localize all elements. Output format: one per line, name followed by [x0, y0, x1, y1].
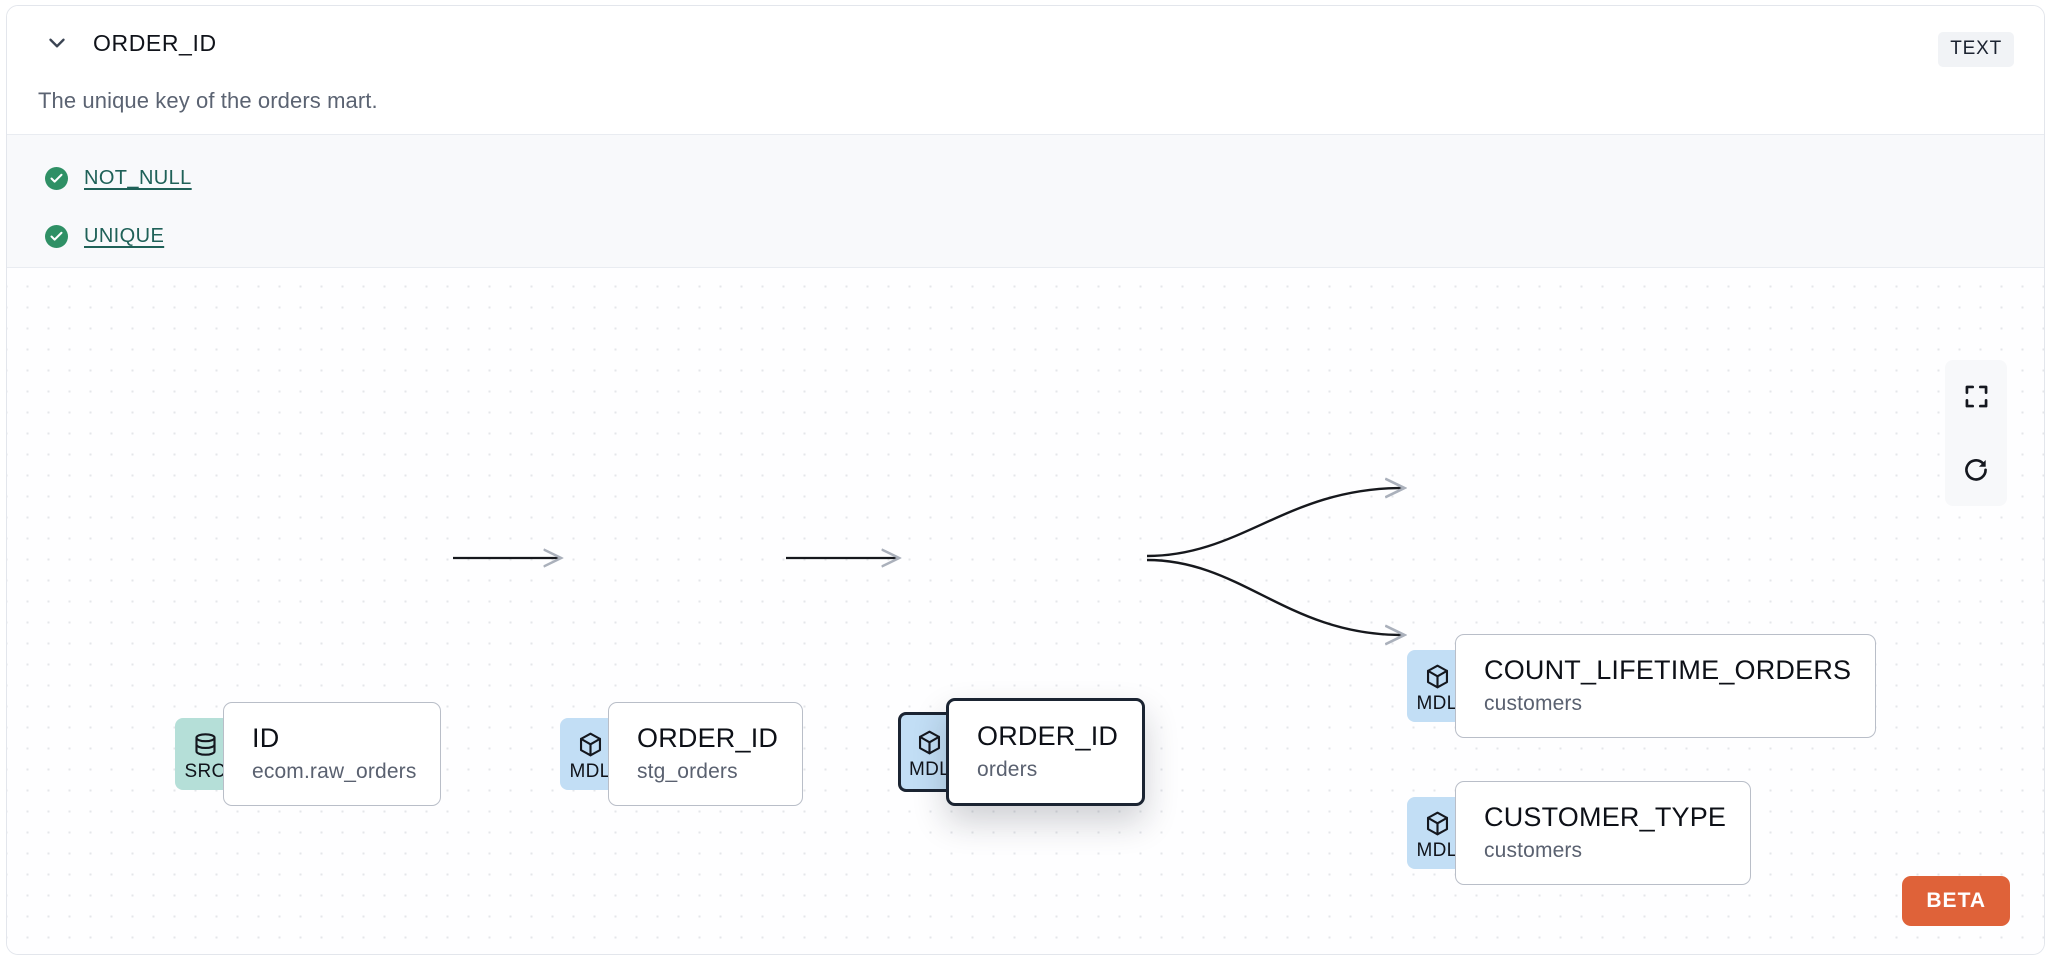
- node-name: CUSTOMER_TYPE: [1484, 802, 1727, 833]
- lineage-node-id[interactable]: SRC ID ecom.raw_orders: [175, 702, 442, 806]
- check-circle-icon: [45, 224, 68, 248]
- lineage-node-customer-type[interactable]: MDL CUSTOMER_TYPE customers: [1407, 781, 1752, 885]
- cube-icon: [1424, 661, 1451, 691]
- node-type-label: MDL: [1416, 693, 1458, 714]
- test-row: NOT_NULL: [7, 149, 2044, 207]
- refresh-icon[interactable]: [1945, 434, 2007, 506]
- node-subtitle: customers: [1484, 692, 1583, 716]
- node-subtitle: customers: [1484, 839, 1583, 863]
- edge-orders-to-customer-type: [1146, 558, 1402, 635]
- node-subtitle: orders: [977, 758, 1038, 782]
- chevron-down-icon[interactable]: [37, 23, 77, 63]
- fullscreen-icon[interactable]: [1945, 360, 2007, 432]
- cube-icon: [577, 729, 604, 759]
- node-body: CUSTOMER_TYPE customers: [1455, 781, 1752, 885]
- beta-badge[interactable]: BETA: [1902, 876, 2010, 926]
- lineage-node-stg-orders[interactable]: MDL ORDER_ID stg_orders: [560, 702, 804, 806]
- node-body: ORDER_ID stg_orders: [608, 702, 804, 806]
- test-row: UNIQUE: [7, 207, 2044, 265]
- node-type-label: MDL: [569, 761, 611, 782]
- lineage-node-count-lifetime-orders[interactable]: MDL COUNT_LIFETIME_ORDERS customers: [1407, 634, 1877, 738]
- node-name: ORDER_ID: [977, 721, 1119, 752]
- tests-section: NOT_NULL UNIQUE: [7, 134, 2044, 268]
- cube-icon: [916, 727, 943, 757]
- node-name: COUNT_LIFETIME_ORDERS: [1484, 655, 1852, 686]
- node-name: ORDER_ID: [637, 723, 779, 754]
- node-subtitle: stg_orders: [637, 760, 738, 784]
- graph-controls: [1945, 360, 2007, 506]
- lineage-graph-canvas[interactable]: SRC ID ecom.raw_orders: [7, 268, 2044, 954]
- node-body: ID ecom.raw_orders: [223, 702, 442, 806]
- test-link-unique[interactable]: UNIQUE: [84, 224, 165, 247]
- column-description: The unique key of the orders mart.: [38, 88, 378, 113]
- cube-icon: [1424, 808, 1451, 838]
- type-badge: TEXT: [1938, 32, 2014, 67]
- node-type-label: MDL: [1416, 840, 1458, 861]
- database-icon: [192, 729, 219, 759]
- lineage-node-orders-selected[interactable]: MDL ORDER_ID orders: [898, 698, 1146, 806]
- node-subtitle: ecom.raw_orders: [252, 760, 417, 784]
- node-name: ID: [252, 723, 280, 754]
- node-type-label: MDL: [908, 759, 950, 780]
- card-header: ORDER_ID TEXT The unique key of the orde…: [7, 6, 2044, 134]
- node-type-label: SRC: [184, 761, 226, 782]
- check-circle-icon: [45, 166, 68, 190]
- test-link-not-null[interactable]: NOT_NULL: [84, 166, 192, 189]
- node-body: COUNT_LIFETIME_ORDERS customers: [1455, 634, 1877, 738]
- header-title-row: ORDER_ID: [7, 6, 2044, 80]
- page-title: ORDER_ID: [93, 29, 217, 56]
- edge-orders-to-count-lifetime-orders: [1146, 488, 1402, 558]
- column-detail-card: ORDER_ID TEXT The unique key of the orde…: [6, 5, 2045, 955]
- node-body: ORDER_ID orders: [946, 698, 1146, 806]
